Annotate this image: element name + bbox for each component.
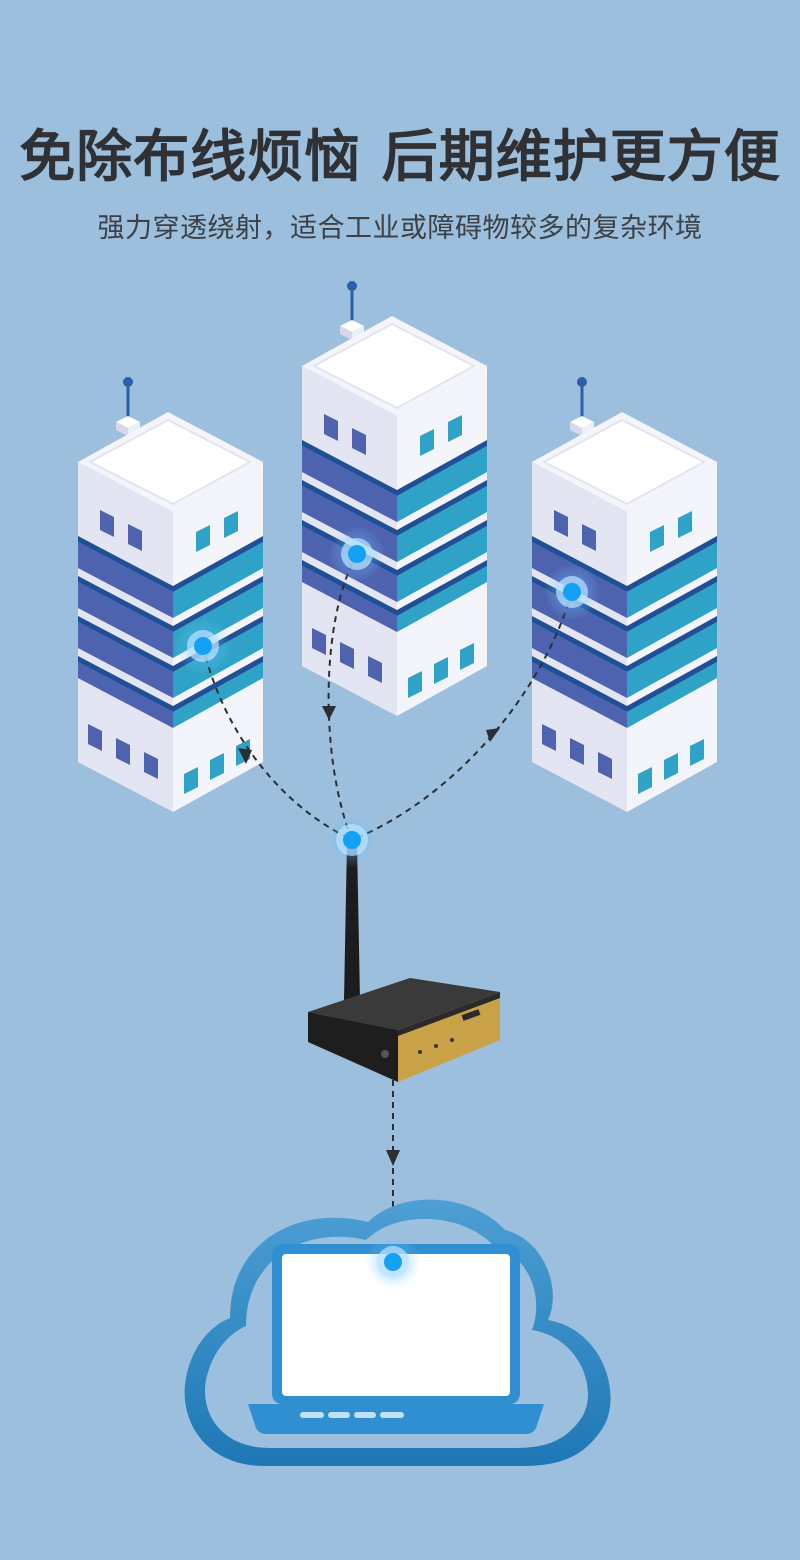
arrow-center [322,706,336,720]
node-router [324,812,380,868]
node-building-left [175,618,231,674]
page-title: 免除布线烦恼 后期维护更方便 [19,125,781,190]
page-subtitle: 强力穿透绕射，适合工业或障碍物较多的复杂环境 [97,213,703,244]
signal-paths [202,553,573,1262]
node-laptop [365,1234,421,1290]
arrow-left [238,748,252,764]
arrow-down [386,1150,400,1166]
laptop-icon [248,1244,544,1434]
signal-arrows [238,706,500,1166]
node-building-right [544,564,600,620]
node-building-center [329,526,385,582]
wireless-router-icon [308,842,500,1082]
building-center [300,279,489,718]
building-left [76,375,265,814]
arrow-right [486,728,500,742]
